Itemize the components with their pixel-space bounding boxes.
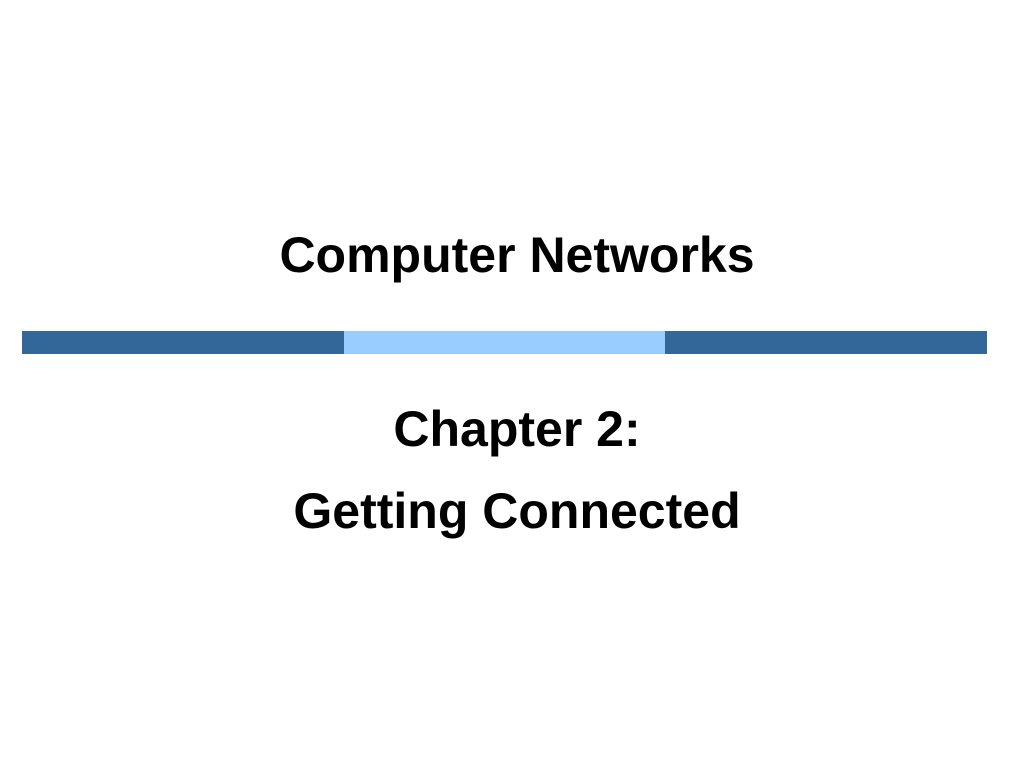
divider-segment-middle — [343, 331, 666, 354]
divider-segment-right — [665, 331, 988, 354]
slide-subtitle: Chapter 2: Getting Connected — [0, 388, 1024, 552]
divider-bar — [22, 331, 988, 354]
slide-title: Computer Networks — [279, 227, 755, 283]
subtitle-line-chapter: Chapter 2: — [393, 401, 641, 457]
divider-segment-left — [22, 331, 344, 354]
subtitle-line-topic: Getting Connected — [293, 483, 741, 539]
